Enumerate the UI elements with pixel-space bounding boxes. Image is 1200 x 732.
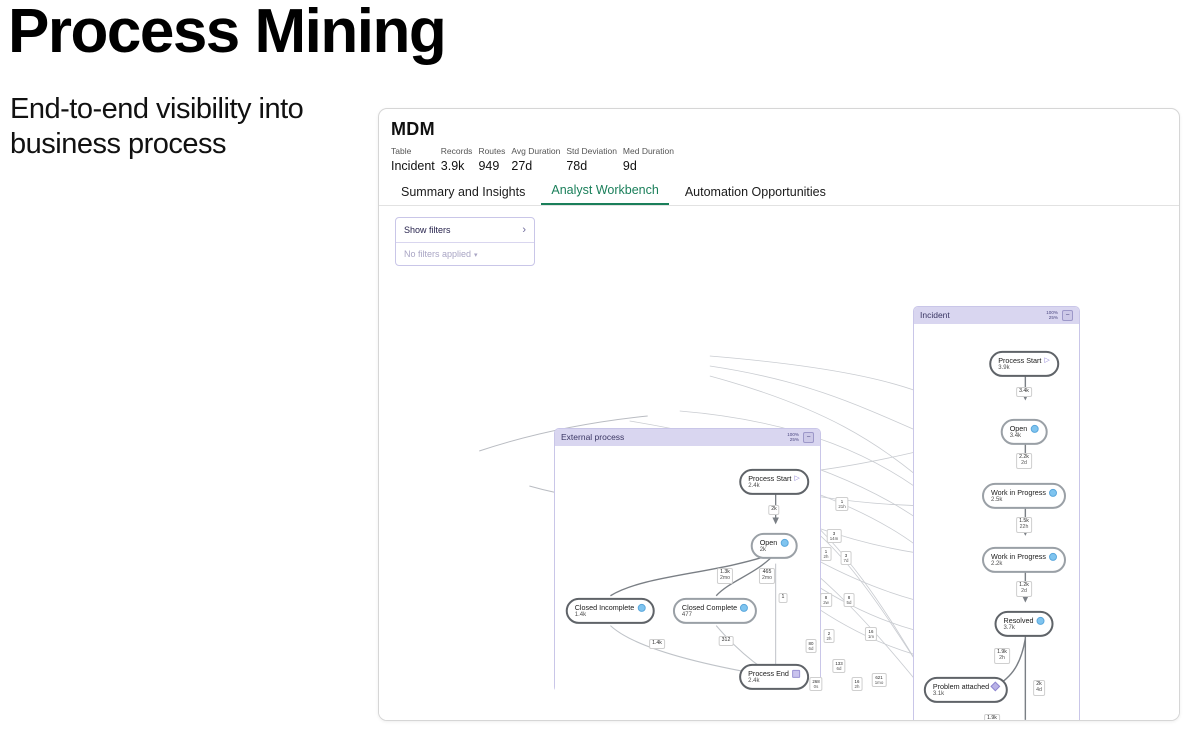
edge-label: 1 <box>778 593 788 604</box>
info-icon <box>1049 488 1057 497</box>
app-name: MDM <box>391 119 435 139</box>
chevron-down-icon: ▾ <box>474 251 478 259</box>
stat-label: Table <box>391 146 412 156</box>
diamond-icon <box>990 681 1001 692</box>
play-icon: ▷ <box>794 475 800 482</box>
edge-label: 2k <box>768 505 780 516</box>
tab-bar: Summary and Insights Analyst Workbench Aut… <box>379 179 1179 206</box>
play-icon: ▷ <box>1044 357 1050 364</box>
node-closed-complete[interactable]: Closed Complete 477 <box>672 598 758 625</box>
lane-body: Process Start▷ 2.4k Open 2k Closed Incom… <box>555 446 820 709</box>
info-icon <box>637 603 646 612</box>
node-closed-incomplete[interactable]: Closed Incomplete 1.4k <box>565 598 655 625</box>
lane-collapse-button[interactable]: − <box>803 431 814 443</box>
lane-header: External process 100%25% − <box>555 428 820 447</box>
lane-incident: Incident 100%25% − <box>913 305 1080 720</box>
stat-label: Std Deviation <box>566 146 617 156</box>
stat-label: Routes <box>478 146 506 156</box>
node-open[interactable]: Open 2k <box>750 533 798 560</box>
show-filters-label: Show filters <box>404 224 451 235</box>
applied-filters-dropdown[interactable]: No filters applied▾ <box>396 241 534 265</box>
stat-records: Records 3.9k <box>441 145 473 175</box>
stat-std-deviation: Std Deviation 78d <box>566 145 617 175</box>
show-filters-button[interactable]: Show filters › <box>396 218 534 242</box>
node-problem-attached[interactable]: Problem attached 3.1k <box>923 677 1009 704</box>
info-icon <box>740 603 749 612</box>
edge-label: 1.4k <box>649 639 665 650</box>
tab-summary-and-insights[interactable]: Summary and Insights <box>401 184 526 199</box>
edge-label: 1.9k5d <box>984 714 1000 720</box>
stat-avg-duration: Avg Duration 27d <box>511 145 560 175</box>
node-process-end[interactable]: Process End 2.4k <box>739 664 809 691</box>
lane-title: External process <box>561 432 625 443</box>
stat-value: 9d <box>622 158 637 173</box>
tab-automation-opportunities[interactable]: Automation Opportunities <box>684 184 826 199</box>
node-work-in-progress-1[interactable]: Work in Progress 2.5k <box>982 483 1066 510</box>
node-open[interactable]: Open 3.4k <box>1000 419 1048 446</box>
tab-analyst-workbench[interactable]: Analyst Workbench <box>541 183 669 205</box>
edge-label: 3.4k <box>1016 387 1032 398</box>
page-title: Process Mining <box>8 0 447 66</box>
stat-label: Records <box>440 146 473 156</box>
page-subtitle: End-to-end visibility into business proc… <box>10 93 304 161</box>
stat-label: Med Duration <box>622 146 674 156</box>
stat-med-duration: Med Duration 9d <box>623 145 674 175</box>
stat-value: 27d <box>511 158 533 173</box>
stop-icon <box>791 669 800 678</box>
lane-title: Incident <box>920 310 950 321</box>
lane-percentages: 100%25% <box>1046 309 1058 321</box>
info-icon <box>1036 616 1045 625</box>
applied-filters-label: No filters applied <box>404 248 472 259</box>
stat-value: 78d <box>566 158 588 173</box>
node-work-in-progress-2[interactable]: Work in Progress 2.2k <box>982 547 1066 574</box>
lane-percentages: 100%25% <box>787 431 799 443</box>
stat-value: 949 <box>478 158 500 173</box>
lane-external-process: External process 100%25% − <box>554 427 821 709</box>
stat-routes: Routes 949 <box>478 145 505 175</box>
lane-body: Process Start▷ 3.9k Open 3.4k Work in Pr… <box>914 324 1079 720</box>
node-process-start[interactable]: Process Start▷ 3.9k <box>989 351 1059 378</box>
node-process-start[interactable]: Process Start▷ 2.4k <box>739 469 809 496</box>
node-resolved[interactable]: Resolved 3.7k <box>994 611 1054 638</box>
chevron-right-icon: › <box>522 223 526 236</box>
lane-header: Incident 100%25% − <box>914 306 1079 325</box>
info-icon <box>780 538 789 547</box>
process-canvas[interactable]: Show filters › No filters applied▾ <box>379 205 1179 720</box>
info-icon <box>1030 424 1039 433</box>
info-icon <box>1049 552 1057 561</box>
stat-label: Avg Duration <box>511 146 561 156</box>
edge-label: 312 <box>718 636 734 647</box>
filter-panel: Show filters › No filters applied▾ <box>395 216 535 266</box>
lane-collapse-button[interactable]: − <box>1062 309 1073 321</box>
stat-value: Incident <box>391 158 435 173</box>
stat-value: 3.9k <box>440 158 465 173</box>
